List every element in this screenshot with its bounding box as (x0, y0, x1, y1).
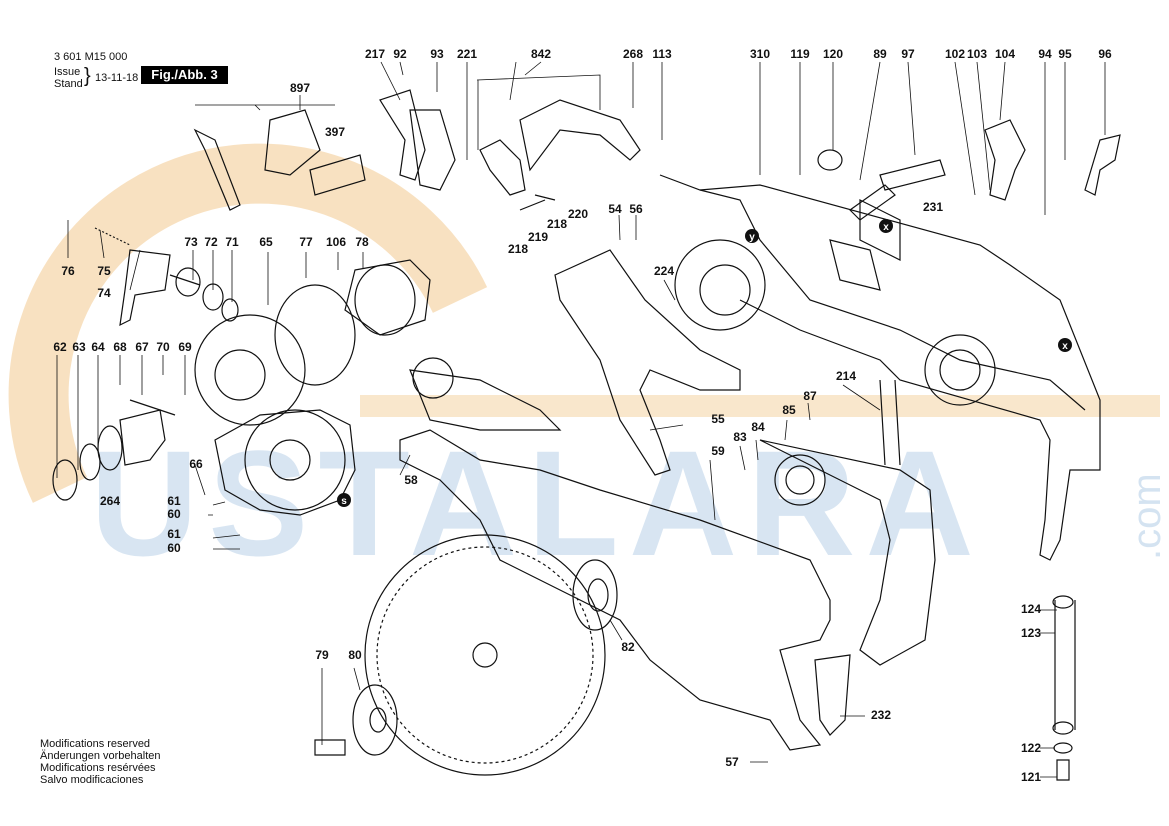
callout-76: 76 (61, 264, 75, 278)
callout-77: 77 (299, 235, 313, 249)
callout-78: 78 (355, 235, 369, 249)
svg-text:USTALARA: USTALARA (90, 419, 984, 587)
callout-96: 96 (1098, 47, 1112, 61)
issue-label: Issue (54, 66, 81, 78)
note-line: Änderungen vorbehalten (40, 750, 161, 762)
circle-markers: x y x s (337, 219, 1072, 507)
callout-70: 70 (156, 340, 170, 354)
callout-82: 82 (621, 640, 635, 654)
callout-214: 214 (836, 369, 856, 383)
callout-67: 67 (135, 340, 149, 354)
marker-s1: s (337, 493, 351, 507)
callout-310: 310 (750, 47, 770, 61)
callout-397: 397 (325, 125, 345, 139)
callout-97: 97 (901, 47, 915, 61)
callout-219: 219 (528, 230, 548, 244)
callout-60b: 60 (167, 541, 181, 555)
callout-113: 113 (652, 47, 672, 61)
callout-63: 63 (72, 340, 86, 354)
callout-79: 79 (315, 648, 329, 662)
callout-69: 69 (178, 340, 192, 354)
note-line: Modifications reserved (40, 738, 151, 750)
callout-80: 80 (348, 648, 362, 662)
callout-221: 221 (457, 47, 477, 61)
marker-y1: y (745, 229, 759, 243)
callout-85: 85 (782, 403, 796, 417)
callout-264: 264 (100, 494, 120, 508)
callout-57: 57 (725, 755, 739, 769)
callout-102: 102 (945, 47, 965, 61)
callout-66: 66 (189, 457, 203, 471)
callout-92: 92 (393, 47, 407, 61)
marker-label: x (1062, 341, 1068, 352)
callout-106: 106 (326, 235, 346, 249)
note-line: Modifications resérvées (40, 762, 156, 774)
callout-59: 59 (711, 444, 725, 458)
callout-119: 119 (790, 47, 810, 61)
modifications-note: Modifications reserved Änderungen vorbeh… (40, 738, 160, 786)
callout-268: 268 (623, 47, 643, 61)
callout-labels: 897 397 217 92 93 221 842 268 113 310 119 120 89 97 10… (53, 47, 1112, 784)
callout-84: 84 (751, 420, 765, 434)
callout-74: 74 (97, 286, 111, 300)
issue-date: 13-11-18 (95, 72, 139, 84)
marker-label: s (341, 496, 347, 507)
leader-lines (56, 61, 1106, 778)
marker-x2: x (1058, 338, 1072, 352)
parts-linework (52, 89, 1121, 781)
callout-94: 94 (1038, 47, 1052, 61)
callout-103: 103 (967, 47, 987, 61)
callout-124: 124 (1021, 602, 1041, 616)
callout-93: 93 (430, 47, 444, 61)
callout-231: 231 (923, 200, 943, 214)
callout-224: 224 (654, 264, 674, 278)
callout-55: 55 (711, 412, 725, 426)
callout-61b: 61 (167, 527, 181, 541)
callout-120: 120 (823, 47, 843, 61)
callout-87: 87 (803, 389, 817, 403)
callout-220: 220 (568, 207, 588, 221)
callout-54: 54 (608, 202, 622, 216)
callout-95: 95 (1058, 47, 1072, 61)
callout-68: 68 (113, 340, 127, 354)
callout-232: 232 (871, 708, 891, 722)
watermark: USTALARA .com (8, 143, 1169, 587)
marker-x1: x (879, 219, 893, 233)
callout-218a: 218 (547, 217, 567, 231)
note-line: Salvo modificaciones (40, 774, 144, 786)
callout-71: 71 (225, 235, 239, 249)
callout-122: 122 (1021, 741, 1041, 755)
callout-56: 56 (629, 202, 643, 216)
callout-897: 897 (290, 81, 310, 95)
callout-121: 121 (1021, 770, 1041, 784)
callout-842: 842 (531, 47, 551, 61)
stand-label: Stand (54, 78, 83, 90)
callout-61a: 61 (167, 494, 181, 508)
callout-72: 72 (204, 235, 218, 249)
svg-text:.com: .com (1125, 473, 1169, 560)
callout-123: 123 (1021, 626, 1041, 640)
callout-218b: 218 (508, 242, 528, 256)
marker-label: y (749, 232, 755, 243)
callout-89: 89 (873, 47, 887, 61)
marker-label: x (883, 222, 889, 233)
callout-104: 104 (995, 47, 1015, 61)
callout-62: 62 (53, 340, 67, 354)
callout-83: 83 (733, 430, 747, 444)
issue-brace: } (84, 65, 91, 87)
callout-73: 73 (184, 235, 198, 249)
callout-65: 65 (259, 235, 273, 249)
figure-label: Fig./Abb. 3 (141, 66, 228, 84)
callout-217: 217 (365, 47, 385, 61)
callout-58: 58 (404, 473, 418, 487)
callout-75: 75 (97, 264, 111, 278)
callout-64: 64 (91, 340, 105, 354)
part-number: 3 601 M15 000 (54, 51, 128, 63)
callout-60a: 60 (167, 507, 181, 521)
